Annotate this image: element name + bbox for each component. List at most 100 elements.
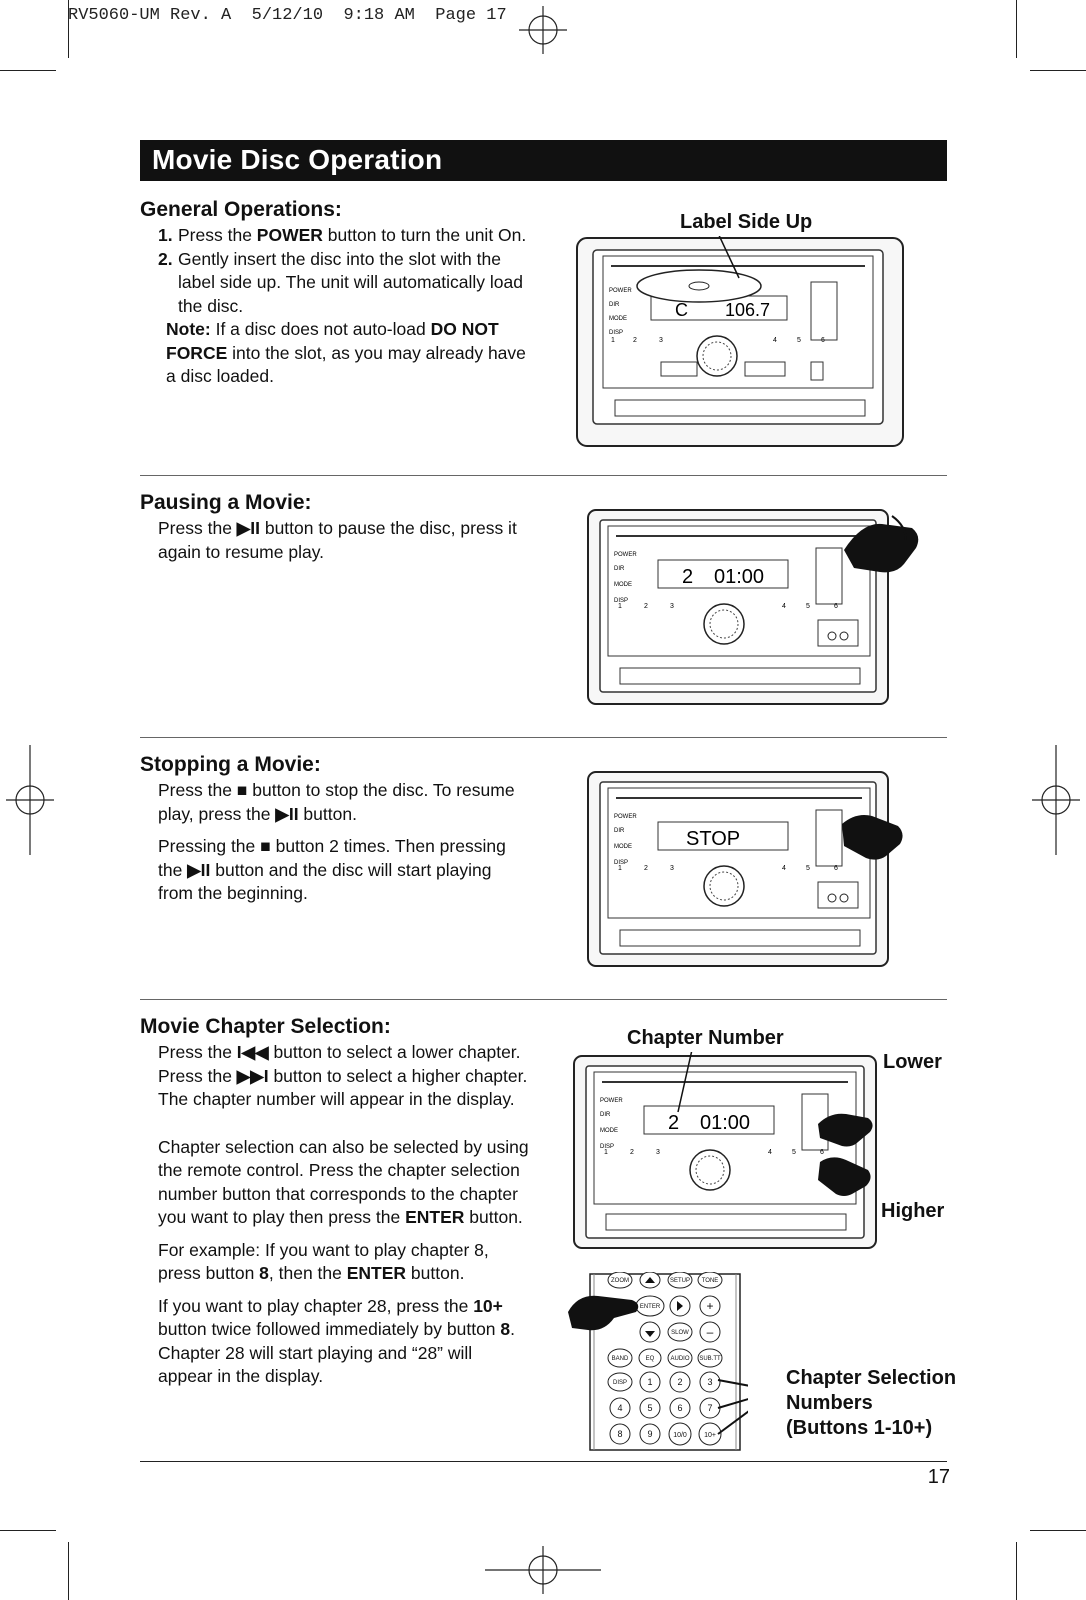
key-8-icon <box>609 1423 631 1445</box>
chapter-text-1: Press the <box>158 1042 237 1062</box>
crop-mark <box>68 1542 69 1600</box>
chapter-text-5: button. <box>464 1207 523 1227</box>
dir-label: DIR <box>614 566 625 572</box>
registration-target-right <box>1032 745 1080 855</box>
zoom-label: ZOOM <box>611 1278 629 1284</box>
stop-text-3: button. <box>298 803 357 824</box>
power-label: POWER <box>614 814 637 820</box>
play-pause-symbol: ▶II <box>236 518 260 538</box>
stop-text-1: Press the <box>158 780 237 800</box>
key-5-icon <box>639 1397 661 1419</box>
button-8-keyword: 8 <box>500 1319 511 1339</box>
preset-3-label: 3 <box>670 603 674 610</box>
enter-label: ENTER <box>640 1304 661 1310</box>
print-header: RV5060-UM Rev. A 5/12/10 9:18 AM Page 17 <box>68 6 507 25</box>
callout-pointer <box>677 1052 693 1113</box>
key-9-icon <box>639 1423 661 1445</box>
general-operations-text: 1. Press the POWER button to turn the un… <box>158 224 528 389</box>
crop-mark <box>0 1530 56 1531</box>
registration-target-top <box>519 6 567 54</box>
page-number: 17 <box>927 1466 950 1488</box>
step1-text-end: button to turn the unit On. <box>322 225 527 245</box>
unit-illustration-pause: POWER DIR MODE DISP 2 01:00 1 2 3 4 5 6 <box>587 509 919 705</box>
crop-mark <box>1016 0 1017 58</box>
pointing-hand-icon <box>818 1157 871 1196</box>
callout-pointer <box>718 236 740 279</box>
preset-5-label: 5 <box>806 865 810 872</box>
power-label: POWER <box>600 1098 623 1104</box>
up-arrow-icon <box>645 1277 655 1283</box>
page-title: Movie Disc Operation <box>152 144 443 175</box>
step-number: 1. <box>158 225 173 245</box>
subtt-label: SUB.TT <box>699 1356 721 1362</box>
do-not-force-keyword: DO NOT FORCE <box>166 319 499 363</box>
eq-button-icon <box>638 1348 662 1368</box>
next-chapter-symbol: ▶▶I <box>236 1065 269 1086</box>
note-text-end: into the slot, as you may already have a… <box>166 342 526 387</box>
eq-label: EQ <box>646 1356 655 1362</box>
crop-mark <box>1030 1530 1086 1531</box>
chapter-text-4: Chapter selection can also be selected b… <box>158 1136 529 1228</box>
tone-label: TONE <box>702 1278 719 1284</box>
stop-text-6: button and the disc will start playing f… <box>158 859 492 904</box>
key-4-icon <box>609 1397 631 1419</box>
key-5-label: 5 <box>647 1403 652 1413</box>
crop-mark <box>1016 1542 1017 1600</box>
disc-icon <box>636 269 762 303</box>
display-channel: C <box>675 300 688 320</box>
unit-illustration-disc-insert: POWER DIR MODE DISP C 106.7 1 2 3 4 5 6 <box>576 236 904 447</box>
mode-label: MODE <box>614 844 632 850</box>
chapter-text-11: . Chapter 28 will start playing and “28”… <box>158 1319 516 1386</box>
disp-label: DISP <box>614 860 628 866</box>
right-arrow-icon <box>677 1301 683 1311</box>
key-7-label: 7 <box>707 1403 712 1413</box>
dir-label: DIR <box>600 1112 611 1118</box>
key-1-icon <box>639 1371 661 1393</box>
band-label: BAND <box>612 1356 629 1362</box>
preset-3-label: 3 <box>656 1149 660 1156</box>
stopping-text: Press the ■ button to stop the disc. To … <box>158 779 524 915</box>
display-time: 01:00 <box>714 566 764 588</box>
chapter-text-9: If you want to play chapter 28, press th… <box>158 1295 474 1316</box>
minus-label: – <box>707 1325 714 1339</box>
preset-6-label: 6 <box>834 865 838 872</box>
disp-label: DISP <box>613 1380 627 1386</box>
key-10-label: 10/0 <box>673 1432 687 1439</box>
enter-keyword: ENTER <box>405 1207 465 1227</box>
key-10-icon <box>668 1422 692 1446</box>
note-label: Note: <box>166 319 211 339</box>
chapter-text-2: button to select a lower chapter. Press … <box>158 1042 521 1086</box>
preset-3-label: 3 <box>659 337 663 344</box>
key-9-label: 9 <box>647 1429 652 1439</box>
preset-6-label: 6 <box>834 603 838 610</box>
chapter-selection-callout: Chapter Selection Numbers (Buttons 1-10+… <box>786 1366 956 1441</box>
disp-button-icon <box>607 1372 633 1392</box>
key-3-icon <box>699 1371 721 1393</box>
footer-divider <box>140 1461 947 1462</box>
registration-target-bottom <box>485 1546 601 1594</box>
section-title-bar: Movie Disc Operation <box>140 140 947 181</box>
audio-button-icon <box>667 1348 693 1368</box>
chapter-number-callout: Chapter Number <box>627 1027 784 1049</box>
zoom-button-icon <box>607 1272 633 1289</box>
note-text: If a disc does not auto-load <box>210 319 431 339</box>
enter-keyword: ENTER <box>346 1263 407 1283</box>
band-button-icon <box>607 1348 633 1368</box>
key-2-icon <box>669 1371 691 1393</box>
preset-5-label: 5 <box>806 603 810 610</box>
preset-2-label: 2 <box>644 865 648 872</box>
audio-label: AUDIO <box>670 1356 689 1362</box>
volume-up-button-icon <box>699 1295 721 1317</box>
key-6-icon <box>669 1397 691 1419</box>
unit-illustration-stop: POWER DIR MODE DISP STOP 1 2 3 4 5 6 <box>587 771 903 967</box>
preset-3-label: 3 <box>670 865 674 872</box>
key-10-plus-label: 10+ <box>704 1432 716 1439</box>
play-pause-symbol: ▶II <box>275 803 299 824</box>
higher-callout: Higher <box>881 1200 945 1222</box>
preset-4-label: 4 <box>768 1149 772 1156</box>
disp-label: DISP <box>614 598 628 604</box>
setup-label: SETUP <box>670 1278 690 1284</box>
step1-text: Press the <box>178 225 257 245</box>
key-2-label: 2 <box>677 1377 682 1387</box>
play-pause-symbol: ▶II <box>187 859 211 880</box>
